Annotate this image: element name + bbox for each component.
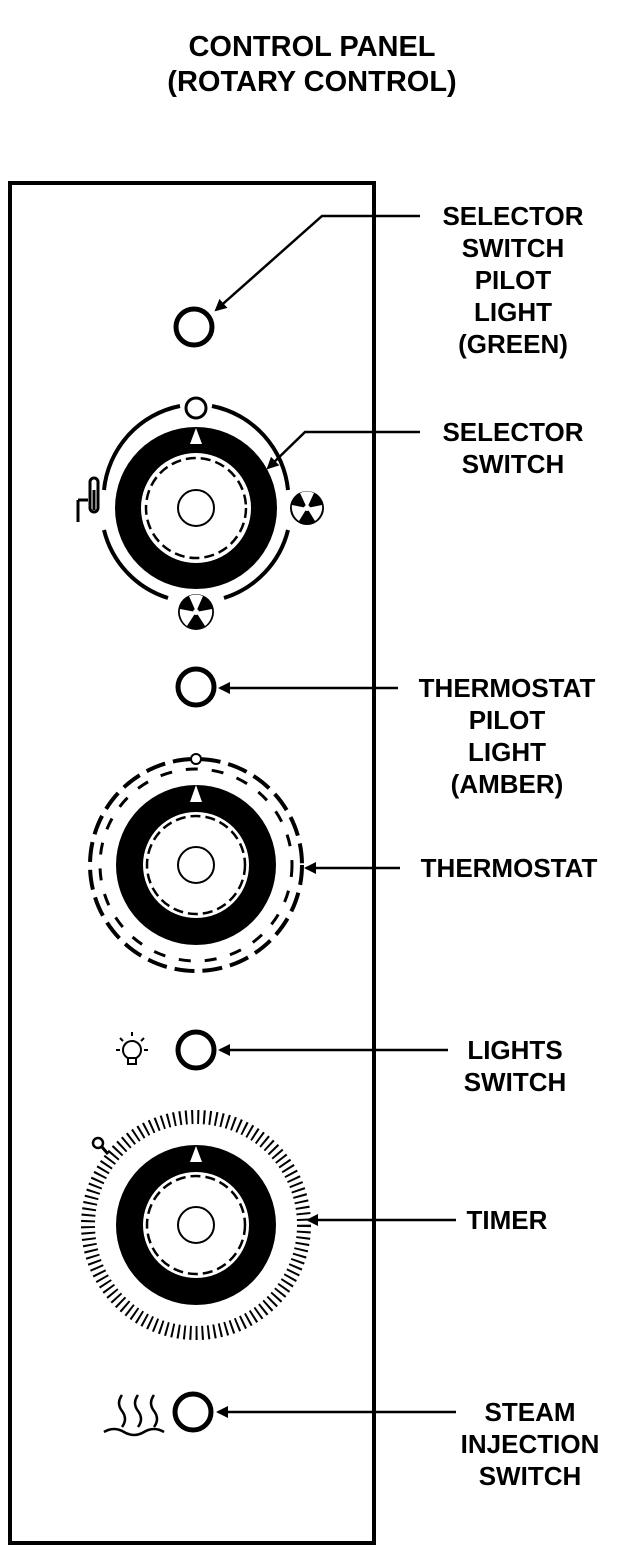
label-line: INJECTION xyxy=(460,1429,600,1459)
thermostat-pointer xyxy=(190,785,202,802)
label-line: (AMBER) xyxy=(450,769,564,799)
label-line: SELECTOR xyxy=(442,201,584,231)
label-line: SWITCH xyxy=(478,1461,582,1491)
label-line: LIGHT xyxy=(474,297,552,327)
label-line: THERMOSTAT xyxy=(418,673,596,703)
fan-heat-icon xyxy=(178,594,214,630)
label-thermostat-pilot: THERMOSTAT PILOT LIGHT (AMBER) xyxy=(400,672,614,800)
magnifier-icon xyxy=(91,1136,110,1155)
title-line-2: (ROTARY CONTROL) xyxy=(167,66,457,98)
label-line: PILOT xyxy=(474,265,552,295)
selector-pointer xyxy=(190,428,202,444)
selector-pilot-light[interactable] xyxy=(173,306,215,348)
label-timer: TIMER xyxy=(452,1204,562,1236)
thermostat-group xyxy=(88,753,304,973)
thermostat-pilot-light[interactable] xyxy=(175,666,217,708)
fan-icon xyxy=(290,491,324,525)
selector-dial-arc xyxy=(102,404,181,491)
diagram-title: CONTROL PANEL (ROTARY CONTROL) xyxy=(0,30,624,100)
label-line: THERMOSTAT xyxy=(420,853,598,883)
label-line: SWITCH xyxy=(461,233,565,263)
steam-injection-switch[interactable] xyxy=(172,1391,214,1433)
label-line: STEAM xyxy=(484,1397,576,1427)
label-line: SWITCH xyxy=(461,449,565,479)
label-thermostat: THERMOSTAT xyxy=(400,852,618,884)
label-line: (GREEN) xyxy=(458,329,568,359)
leader-lines xyxy=(214,214,456,1418)
label-line: TIMER xyxy=(466,1205,548,1235)
thermometer-icon xyxy=(76,476,100,522)
label-line: LIGHTS xyxy=(467,1035,563,1065)
light-bulb-icon xyxy=(116,1032,148,1065)
thermostat-off-mark xyxy=(190,753,202,765)
label-line: SWITCH xyxy=(463,1067,567,1097)
selector-switch-group xyxy=(76,396,324,630)
selector-off-mark xyxy=(184,396,208,420)
title-line-1: CONTROL PANEL xyxy=(188,31,436,63)
lights-switch[interactable] xyxy=(175,1029,217,1071)
timer-pointer xyxy=(190,1146,202,1162)
label-selector-switch: SELECTOR SWITCH xyxy=(423,416,603,480)
steam-icon xyxy=(103,1394,165,1437)
timer-group xyxy=(81,1110,311,1340)
label-steam-switch: STEAM INJECTION SWITCH xyxy=(448,1396,612,1492)
label-line: PILOT xyxy=(468,705,546,735)
label-line: SELECTOR xyxy=(442,417,584,447)
label-selector-pilot: SELECTOR SWITCH PILOT LIGHT (GREEN) xyxy=(423,200,603,360)
label-lights-switch: LIGHTS SWITCH xyxy=(440,1034,590,1098)
label-line: LIGHT xyxy=(468,737,546,767)
